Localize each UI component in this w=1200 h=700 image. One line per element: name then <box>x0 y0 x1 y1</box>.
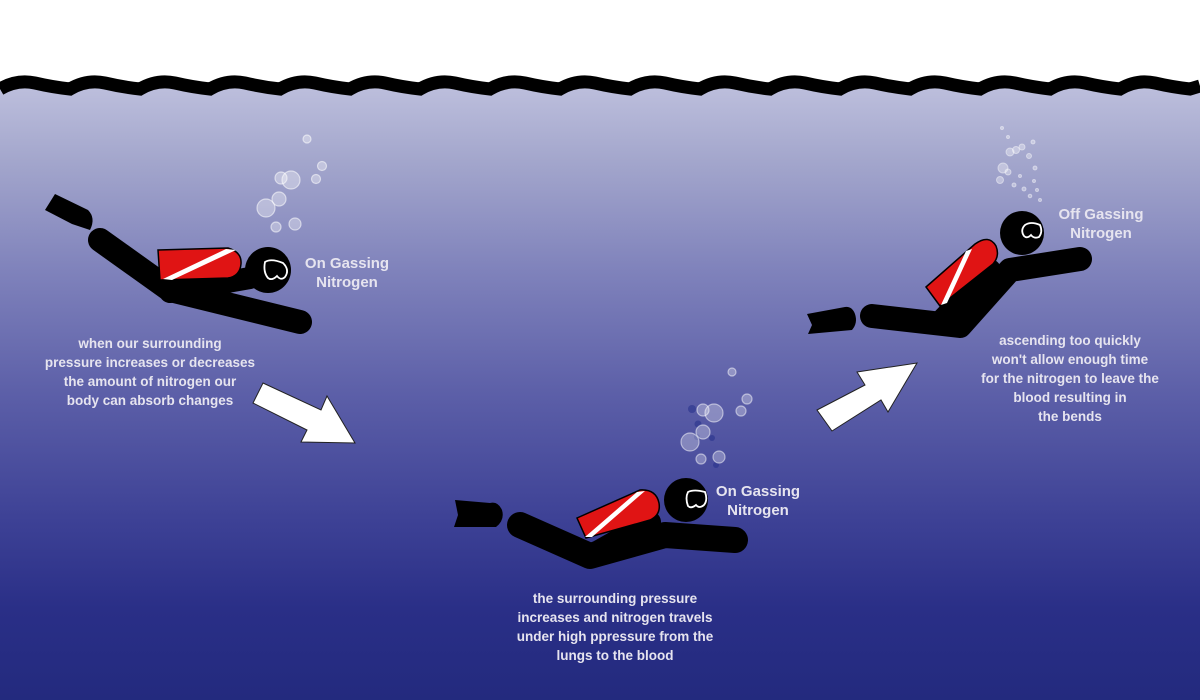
stage-3-description: ascending too quickly won't allow enough… <box>981 333 1159 424</box>
water-background <box>0 88 1200 700</box>
stage-2-description: the surrounding pressure increases and n… <box>516 591 714 663</box>
bubbles-icon <box>256 134 328 233</box>
stage-1-title: On Gassing Nitrogen <box>304 255 390 291</box>
sky <box>0 0 1200 90</box>
stage-1-description: when our surrounding pressure increases … <box>44 336 256 408</box>
diver-descending-icon <box>45 194 312 334</box>
bubbles-icon <box>680 367 753 468</box>
arrow-down-right-icon <box>252 382 356 444</box>
stage-2-title: On Gassing Nitrogen <box>715 483 801 519</box>
arrow-up-right-icon <box>816 362 918 432</box>
water-surface-wave-icon <box>0 75 1200 96</box>
stage-3-title: Off Gassing Nitrogen <box>1058 206 1144 242</box>
fizz-bubbles-icon <box>996 126 1042 202</box>
diver-ascending-icon <box>807 211 1092 338</box>
diver-at-depth-icon <box>454 478 748 569</box>
